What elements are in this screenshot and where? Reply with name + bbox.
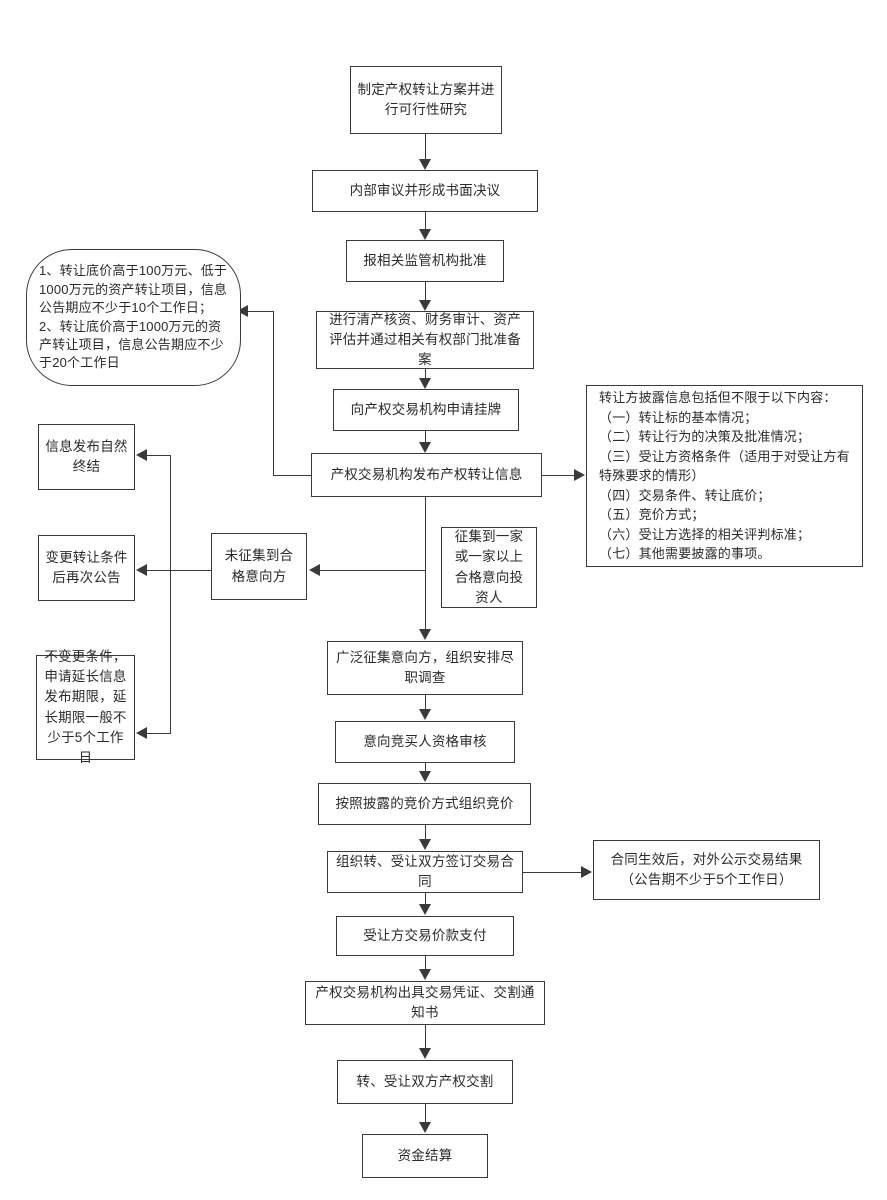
arrowhead-plan-to-review	[418, 159, 431, 170]
arrowhead-to-announce-note	[237, 304, 248, 317]
node-disclosure-note[interactable]: 转让方披露信息包括但不限于以下内容： （一）转让标的基本情况； （二）转让行为的…	[586, 385, 863, 567]
node-announce-period-note-label: 1、转让底价高于100万元、低于1000万元的资产转让项目，信息公告期应不少于1…	[39, 263, 228, 371]
node-organize-bidding-label: 按照披露的竞价方式组织竞价	[335, 795, 514, 811]
connector-publish-to-disclosure	[542, 475, 575, 476]
arrowhead-contract-to-publicize	[581, 865, 592, 878]
arrowhead-payment-to-certificate	[418, 969, 431, 980]
node-publicize-result[interactable]: 合同生效后，对外公示交易结果（公告期不少于5个工作日）	[593, 840, 820, 900]
arrowhead-trunk-to-naturalend	[136, 448, 147, 461]
arrowhead-dd-to-bidder	[418, 709, 431, 720]
arrowhead-publish-to-duediligence	[418, 629, 431, 640]
connector-bidding-to-contract	[425, 825, 426, 840]
connector-publish-spine	[425, 497, 426, 631]
connector-noqualified-to-changeterms	[147, 570, 211, 571]
connector-payment-to-certificate	[425, 956, 426, 970]
connector-plan-to-review	[425, 134, 426, 160]
arrowhead-certificate-to-delivery	[418, 1048, 431, 1059]
node-apply-listing-label: 向产权交易机构申请挂牌	[350, 401, 502, 417]
connector-trunk-to-naturalend	[147, 455, 171, 456]
node-issue-certificate-label: 产权交易机构出具交易凭证、交割通知书	[315, 984, 535, 1020]
connector-bidder-to-bidding	[425, 763, 426, 772]
node-audit-valuation-label: 进行清产核资、财务审计、资产评估并通过相关有权部门批准备案	[329, 311, 521, 368]
node-internal-review-label: 内部审议并形成书面决议	[349, 182, 501, 198]
connector-listing-to-publish	[425, 431, 426, 443]
node-extend-terms-label: 不变更条件，申请延长信息发布期限，延长期限一般不少于5个工作日	[44, 648, 127, 765]
connector-publish-left-riser	[273, 311, 274, 476]
node-natural-end-label: 信息发布自然终结	[45, 438, 128, 474]
node-got-investors[interactable]: 征集到一家或一家以上合格意向投资人	[441, 527, 537, 608]
node-issue-certificate[interactable]: 产权交易机构出具交易凭证、交割通知书	[305, 981, 545, 1025]
connector-dd-to-bidder	[425, 695, 426, 710]
arrowhead-listing-to-publish	[418, 442, 431, 453]
node-property-delivery-label: 转、受让双方产权交割	[356, 1073, 494, 1089]
arrowhead-delivery-to-settlement	[418, 1122, 431, 1133]
node-no-qualified-label: 未征集到合格意向方	[224, 548, 294, 584]
node-regulator-approval-label: 报相关监管机构批准	[363, 252, 487, 268]
arrowhead-bidder-to-bidding	[418, 771, 431, 782]
node-publish-info[interactable]: 产权交易机构发布产权转让信息	[311, 453, 542, 497]
node-publish-info-label: 产权交易机构发布产权转让信息	[330, 466, 523, 482]
connector-regulator-to-audit	[425, 282, 426, 301]
node-bidder-review[interactable]: 意向竞买人资格审核	[335, 721, 515, 763]
connector-contract-to-publicize	[523, 872, 582, 873]
arrowhead-bidding-to-contract	[418, 839, 431, 850]
node-sign-contract[interactable]: 组织转、受让双方签订交易合同	[327, 851, 523, 893]
node-property-delivery[interactable]: 转、受让双方产权交割	[337, 1060, 513, 1104]
connector-left-trunk	[170, 455, 171, 734]
arrowhead-audit-to-listing	[418, 378, 431, 389]
arrowhead-noqualified-to-changeterms	[136, 563, 147, 576]
arrowhead-review-to-regulator	[418, 229, 431, 240]
node-fund-settlement-label: 资金结算	[397, 1147, 453, 1163]
node-plan[interactable]: 制定产权转让方案并进行可行性研究	[350, 66, 502, 134]
node-due-diligence-label: 广泛征集意向方，组织安排尽职调查	[335, 649, 515, 685]
node-payment[interactable]: 受让方交易价款支付	[336, 916, 514, 956]
node-plan-label: 制定产权转让方案并进行可行性研究	[357, 81, 495, 117]
node-regulator-approval[interactable]: 报相关监管机构批准	[346, 240, 504, 282]
connector-review-to-regulator	[425, 212, 426, 230]
node-organize-bidding[interactable]: 按照披露的竞价方式组织竞价	[318, 783, 531, 825]
node-fund-settlement[interactable]: 资金结算	[362, 1134, 488, 1178]
arrowhead-publish-to-disclosure	[574, 468, 585, 481]
node-disclosure-note-label: 转让方披露信息包括但不限于以下内容： （一）转让标的基本情况； （二）转让行为的…	[599, 390, 850, 562]
arrowhead-trunk-to-extendterms	[136, 726, 147, 739]
connector-publish-left-stub	[273, 475, 311, 476]
node-no-qualified[interactable]: 未征集到合格意向方	[211, 533, 307, 600]
node-change-terms-label: 变更转让条件后再次公告	[45, 549, 128, 585]
connector-audit-to-listing	[425, 369, 426, 379]
node-got-investors-label: 征集到一家或一家以上合格意向投资人	[454, 529, 524, 605]
arrowhead-contract-to-payment	[418, 904, 431, 915]
connector-delivery-to-settlement	[425, 1104, 426, 1123]
node-apply-listing[interactable]: 向产权交易机构申请挂牌	[333, 389, 519, 431]
node-bidder-review-label: 意向竞买人资格审核	[363, 733, 487, 749]
node-audit-valuation[interactable]: 进行清产核资、财务审计、资产评估并通过相关有权部门批准备案	[316, 311, 534, 369]
node-payment-label: 受让方交易价款支付	[363, 927, 487, 943]
node-announce-period-note[interactable]: 1、转让底价高于100万元、低于1000万元的资产转让项目，信息公告期应不少于1…	[26, 249, 241, 386]
connector-trunk-to-extendterms	[147, 733, 171, 734]
node-natural-end[interactable]: 信息发布自然终结	[38, 424, 135, 490]
arrowhead-spine-to-noqualified	[309, 563, 320, 576]
node-sign-contract-label: 组织转、受让双方签订交易合同	[335, 853, 515, 889]
connector-to-announce-note	[248, 311, 274, 312]
node-change-terms[interactable]: 变更转让条件后再次公告	[38, 535, 135, 601]
node-publicize-result-label: 合同生效后，对外公示交易结果（公告期不少于5个工作日）	[610, 851, 803, 887]
connector-spine-to-noqualified	[320, 570, 426, 571]
arrowhead-regulator-to-audit	[418, 300, 431, 311]
connector-contract-to-payment	[425, 893, 426, 905]
node-due-diligence[interactable]: 广泛征集意向方，组织安排尽职调查	[327, 641, 523, 695]
node-internal-review[interactable]: 内部审议并形成书面决议	[312, 170, 538, 212]
connector-certificate-to-delivery	[425, 1025, 426, 1049]
node-extend-terms[interactable]: 不变更条件，申请延长信息发布期限，延长期限一般不少于5个工作日	[36, 649, 135, 765]
